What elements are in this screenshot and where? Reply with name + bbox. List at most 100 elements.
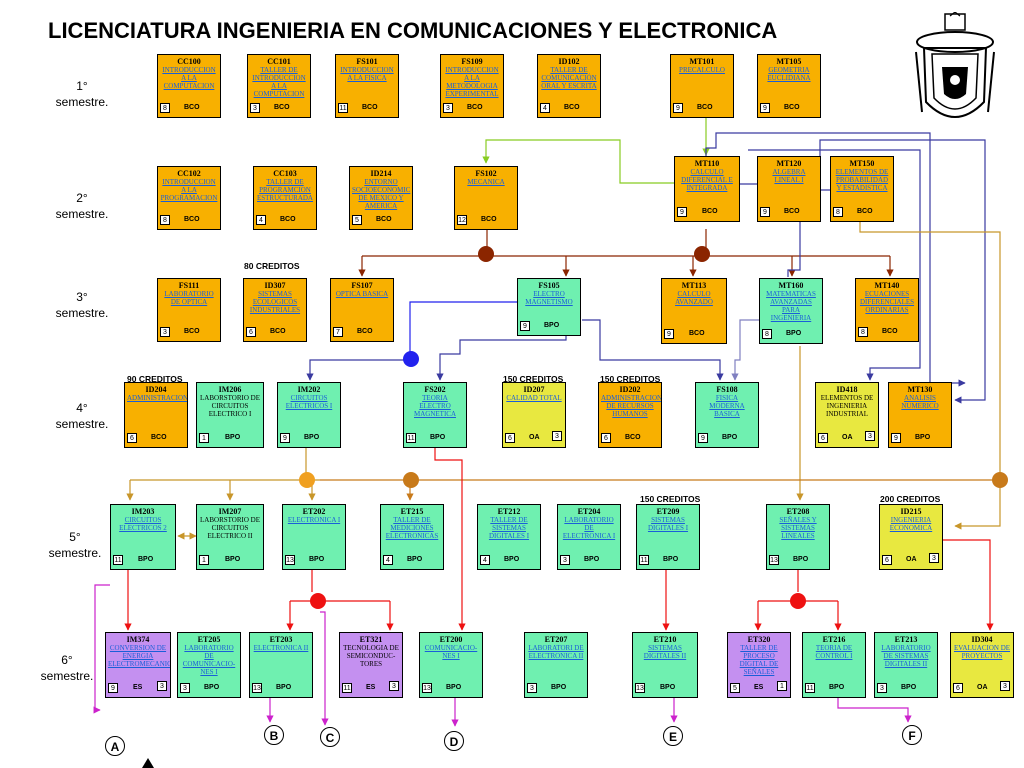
course-credits: 8: [160, 215, 170, 225]
course-credits: 9: [891, 433, 901, 443]
course-name[interactable]: LABORATORIO DE ELECTRONICA I: [562, 516, 616, 540]
course-code: MT105: [776, 57, 802, 66]
course-code: IM374: [126, 635, 150, 644]
course-name[interactable]: LABORATORI DE ELECTRONICA II: [528, 644, 584, 660]
credit-label: 200 CREDITOS: [880, 494, 941, 504]
course-name[interactable]: SEÑALES Y SISTEMAS LINEALES: [779, 516, 817, 540]
course-name[interactable]: GEOMETRIA EUCLIDIANA: [767, 66, 811, 82]
course-name[interactable]: CALCULO DIFERENCIAL E INTEGRADA: [681, 168, 733, 192]
course-name[interactable]: ELECTRONICA II: [253, 644, 309, 652]
course-code: ID307: [264, 281, 286, 290]
course-name[interactable]: SISTEMAS DIGITALES I: [647, 516, 689, 532]
course-area-tag: BCO: [697, 104, 713, 111]
page-title: LICENCIATURA INGENIERIA EN COMUNICACIONE…: [48, 18, 778, 43]
course-name[interactable]: CALCULO AVANZADO: [675, 290, 713, 306]
connector-b: B: [264, 725, 284, 745]
course-area-tag: BPO: [225, 434, 241, 441]
connector-a: A: [105, 736, 125, 756]
course-code: ET213: [894, 635, 918, 644]
course-name[interactable]: TALLER DE PROCESO DIGITAL DE SEÑALES: [739, 644, 779, 676]
course-area-tag: BCO: [376, 216, 392, 223]
course-name[interactable]: FISICA MODERNA BASICA: [709, 394, 745, 418]
course-credits: 3: [160, 327, 170, 337]
course-name[interactable]: MECANICA: [467, 178, 505, 186]
course-name[interactable]: TALLER DE PROGRAMCION ESTRUCTURADA: [256, 178, 313, 202]
course-area-tag: BPO: [722, 434, 738, 441]
course-name[interactable]: ELECTRONICA I: [287, 516, 341, 524]
course-name[interactable]: CIRCUITOS ELECTRICOS I: [285, 394, 333, 410]
course-name[interactable]: ADMINISTRACION DE RECURSOS HUMANOS: [601, 394, 662, 418]
course-code: ID102: [558, 57, 580, 66]
course-area-tag: BPO: [430, 434, 446, 441]
course-name[interactable]: TALLER DE SISTEMAS DIGITALES I: [488, 516, 530, 540]
course-name[interactable]: INGENIERIA ECONOMICA: [889, 516, 933, 532]
semester-label-4: 4° semestre.: [55, 401, 109, 431]
course-name[interactable]: LABORATORIO DE COMUNICACIO-NES I: [182, 644, 236, 676]
course-name[interactable]: ECUACIONES DIFERENCIALES ORDINARIAS: [859, 290, 915, 314]
course-code: FS105: [538, 281, 560, 290]
course-name[interactable]: TALLER DE COMUNICACIÓN ORAL Y ESCRITA: [541, 66, 597, 90]
course-credits: 8: [833, 207, 843, 217]
course-name[interactable]: ADMINISTRACION: [127, 394, 188, 402]
course-credits: 4: [540, 103, 550, 113]
course-credits: 9: [677, 207, 687, 217]
course-extra-credits: 3: [552, 431, 562, 441]
course-code: ET212: [497, 507, 521, 516]
course-name[interactable]: CIRCUITOS ELECTRICOS 2: [119, 516, 167, 532]
course-name[interactable]: MATEMATICAS AVANZADAS PARA INGENIERIA: [766, 290, 816, 322]
course-name[interactable]: INTRODUCCION A LA FISICA: [340, 66, 394, 82]
course-name[interactable]: SISTEMAS ECOLOGICOS INDUSTRIALES: [249, 290, 301, 314]
course-name[interactable]: TEORIA ELECTRO MAGNETICA: [414, 394, 456, 418]
course-credits: 9: [760, 207, 770, 217]
course-extra-credits: 3: [1000, 681, 1010, 691]
course-name[interactable]: TEORIA DE CONTROL I: [815, 644, 853, 660]
course-credits: 11: [805, 683, 815, 693]
course-name[interactable]: CONVERSION DE ENERGIA ELECTROMECANICA: [108, 644, 171, 668]
course-name[interactable]: ANALISIS NUMERICO: [901, 394, 939, 410]
course-name[interactable]: TALLER DE INTRODUCCION A LA COMPUTACION: [252, 66, 306, 98]
course-name[interactable]: LABORATORIO DE OPTICA: [164, 290, 214, 306]
course-area-tag: BCO: [481, 216, 497, 223]
course-area-tag: OA: [906, 556, 917, 563]
course-name[interactable]: INTRODUCCION A LA COMPUTACION: [162, 66, 216, 90]
course-name[interactable]: COMUNICACIO-NES I: [424, 644, 478, 660]
course-name[interactable]: SISTEMAS DIGITALES II: [643, 644, 687, 660]
course-name[interactable]: INTRODUCCION A LA METODOLOGIA EXPERIMENT…: [445, 66, 499, 98]
credit-label: 80 CREDITOS: [244, 261, 300, 271]
course-credits: 8: [858, 327, 868, 337]
course-name[interactable]: ENTORNO SOCIOECONOMIC DE MEXICO Y AMERIC…: [352, 178, 411, 210]
course-code: MT140: [874, 281, 900, 290]
course-name[interactable]: ELEMENTOS DE PROBABILIDAD Y ESTADISTICA: [835, 168, 889, 192]
course-name[interactable]: INTRODUCCION A LA PROGRAMACION: [160, 178, 218, 202]
course-credits: 11: [639, 555, 649, 565]
course-area-tag: ES: [133, 684, 143, 691]
course-area-tag: ES: [366, 684, 376, 691]
course-code: FS109: [461, 57, 483, 66]
course-credits: 9: [108, 683, 118, 693]
course-name[interactable]: PRECALCULO: [679, 66, 725, 74]
course-code: ID202: [619, 385, 641, 394]
course-code: MT130: [907, 385, 933, 394]
course-name[interactable]: LABORATORIO DE SISTEMAS DIGITALES II: [881, 644, 931, 668]
course-name[interactable]: ELECTRO MAGNETISMO: [525, 290, 573, 306]
course-code: ID214: [370, 169, 392, 178]
course-code: ID304: [971, 635, 993, 644]
course-area-tag: BPO: [915, 434, 931, 441]
course-name[interactable]: OPTICA BASICA: [335, 290, 389, 298]
course-name[interactable]: CALIDAD TOTAL: [506, 394, 562, 402]
course-name[interactable]: ALGEBRA LINEAL I: [772, 168, 806, 184]
course-area-tag: OA: [529, 434, 540, 441]
course-name[interactable]: TALLER DE MEDICIONES ELECTRONICAS: [385, 516, 439, 540]
course-name[interactable]: EVALUACION DE PROYECTOS: [953, 644, 1011, 660]
